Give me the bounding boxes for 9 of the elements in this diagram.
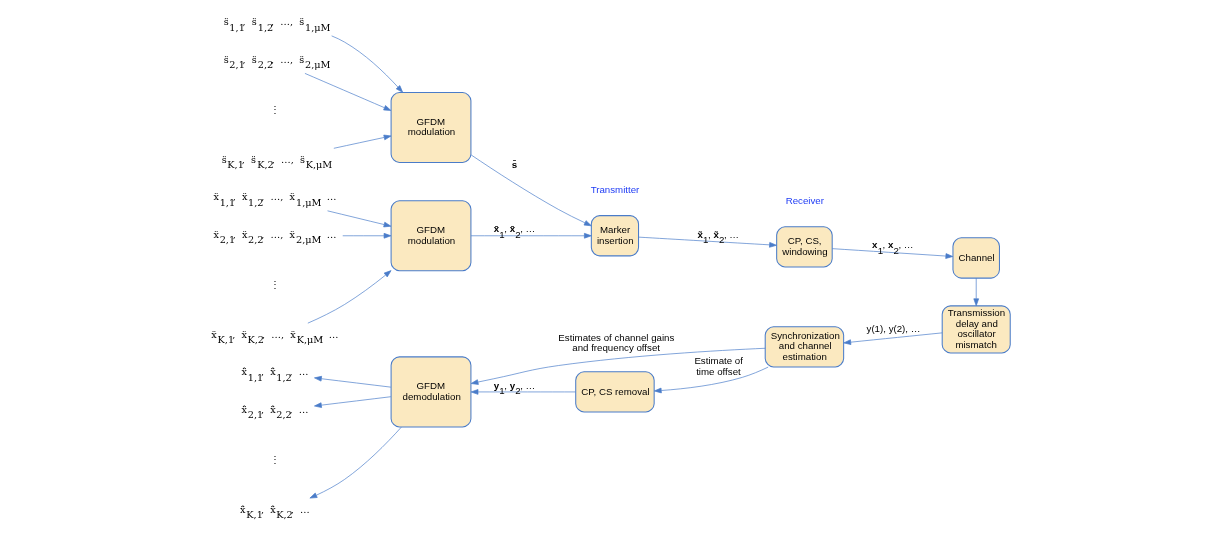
edge-label: y(1), y(2), … [866,323,920,335]
label: ⋮ [269,279,280,291]
edge-label: Estimate of time offset [693,355,743,377]
label: Transmitter [590,184,639,196]
label: ⋮ [269,454,280,466]
label: Receiver [785,195,824,207]
edge-label: s̄ [511,158,517,170]
label: ⋮ [269,104,280,116]
edge-label: Estimates of channel gains and frequency offset [557,331,674,354]
